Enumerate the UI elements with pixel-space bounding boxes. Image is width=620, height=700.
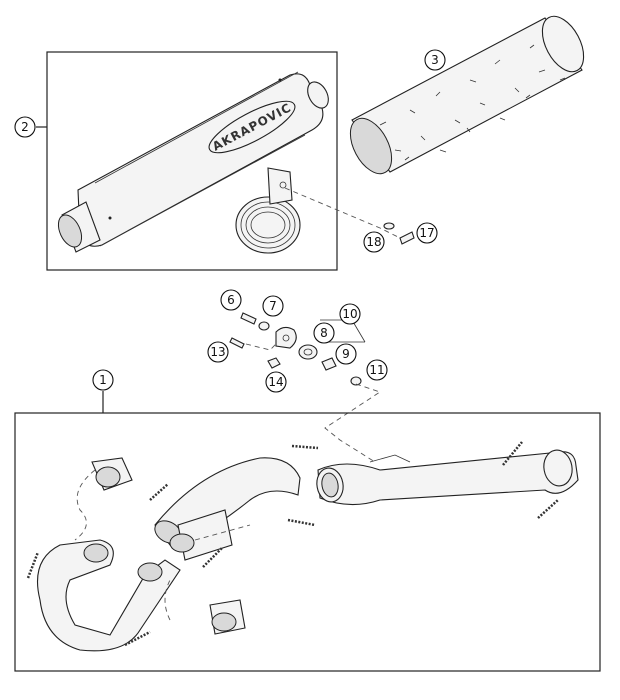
svg-text:13: 13: [210, 345, 225, 359]
bolt-13: [229, 337, 245, 349]
clamp-washer: [383, 222, 395, 230]
callout-14: 14: [265, 371, 287, 393]
callout-7: 7: [262, 295, 284, 317]
exhaust-flange-lower: [209, 599, 246, 635]
callout-17: 17: [416, 222, 438, 244]
svg-text:7: 7: [269, 299, 277, 313]
svg-text:9: 9: [342, 347, 350, 361]
spacer-sleeve-9: [321, 357, 337, 371]
callout-2: 2: [14, 116, 36, 138]
callout-18: 18: [363, 231, 385, 253]
svg-text:3: 3: [431, 53, 439, 67]
hardware-to-pipe-leader: [324, 383, 382, 463]
washer-7: [258, 321, 270, 331]
callout-3: 3: [424, 49, 446, 71]
callout-8: 8: [313, 322, 335, 344]
svg-text:2: 2: [21, 120, 29, 134]
clamp-bolt-leader: [284, 187, 401, 239]
callout-13: 13: [207, 341, 229, 363]
svg-text:17: 17: [419, 226, 434, 240]
callout-11: 11: [366, 359, 388, 381]
callout-10: 10: [339, 303, 361, 325]
clamp-bolt: [399, 231, 415, 245]
link-pipe: [316, 449, 579, 506]
bolt-6: [240, 312, 257, 325]
svg-text:8: 8: [320, 326, 328, 340]
muffler-clamp: [235, 167, 301, 254]
flange-upper-leader: [74, 469, 96, 541]
svg-text:14: 14: [268, 375, 283, 389]
nut-14: [267, 357, 281, 369]
exhaust-pipe-group-frame: [14, 412, 601, 672]
svg-text:1: 1: [99, 373, 107, 387]
svg-text:18: 18: [366, 235, 381, 249]
svg-text:6: 6: [227, 293, 235, 307]
collector-leader: [194, 524, 251, 541]
callout-1: 1: [92, 369, 114, 391]
mounting-bracket: [275, 326, 297, 349]
rubber-grommet-8: [298, 344, 318, 360]
bolt-13-leader: [245, 341, 279, 351]
exhaust-springs: [26, 441, 559, 647]
exhaust-collector: [169, 509, 233, 561]
svg-text:11: 11: [369, 363, 384, 377]
muffler-group-frame: [46, 51, 338, 271]
exhaust-flange-upper: [91, 457, 133, 491]
washer-11: [350, 376, 362, 386]
header-pipe-lower: [36, 539, 181, 652]
muffler-packing: [349, 15, 585, 175]
flange-lower-leader: [164, 579, 171, 621]
callout-6: 6: [220, 289, 242, 311]
svg-text:10: 10: [342, 307, 357, 321]
callout-9: 9: [335, 343, 357, 365]
